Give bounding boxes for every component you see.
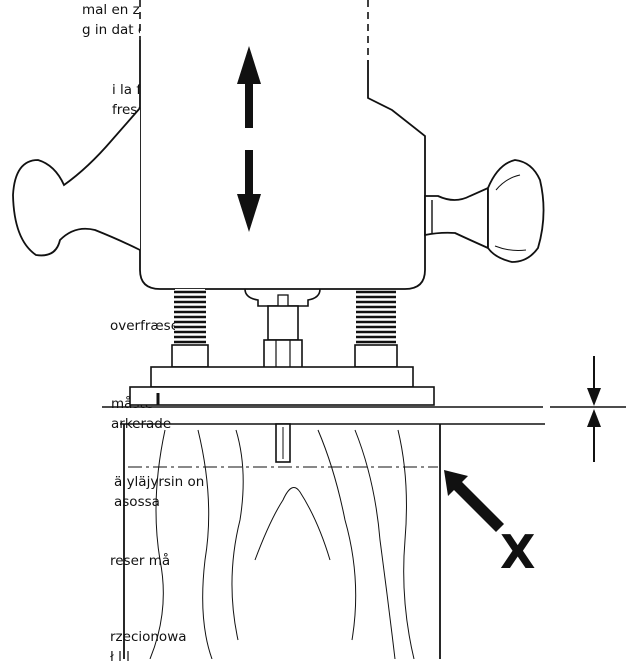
text-line: reser må — [110, 553, 171, 569]
dimension-arrow-down-icon — [587, 388, 601, 406]
base-plate-upper — [150, 366, 414, 388]
left-spring-foot — [171, 344, 209, 368]
collet — [267, 305, 299, 341]
up-arrow-icon — [237, 46, 261, 128]
base-plate — [129, 386, 435, 406]
dimension-arrow-up-icon — [587, 409, 601, 427]
down-arrow-icon — [237, 150, 261, 232]
text-line: rzecionowa — [110, 629, 187, 645]
left-handle — [12, 107, 141, 257]
marker-x-label: X — [500, 525, 535, 579]
text-block-5: ä yläjyrsin on asossa — [114, 472, 204, 512]
router-body-backing — [140, 0, 425, 289]
text-line: asossa — [114, 494, 160, 510]
text-line: g in dat de — [82, 22, 155, 38]
router-body — [139, 40, 426, 290]
text-block-6: reser må — [110, 551, 170, 571]
right-spring-foot — [354, 344, 398, 368]
collet-nut — [263, 339, 303, 369]
text-line: ä yläjyrsin on — [114, 474, 205, 490]
wood-grain — [149, 429, 415, 659]
right-knob-head — [487, 159, 545, 263]
right-knob-shading — [494, 174, 527, 251]
right-knob-neck — [424, 186, 489, 250]
left-spring — [174, 290, 206, 344]
right-spring — [356, 290, 396, 344]
pointer-arrow-icon — [444, 470, 504, 532]
